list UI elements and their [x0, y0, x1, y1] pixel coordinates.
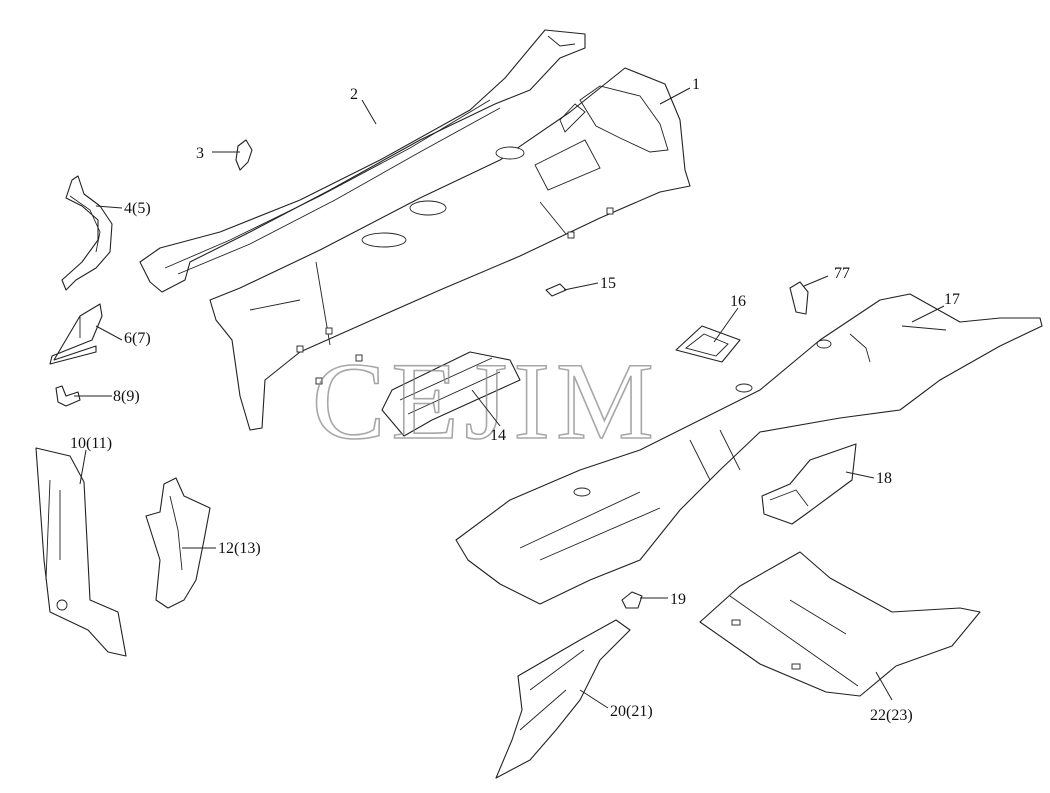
part-1-dash-panel: [209, 67, 691, 431]
callout-20: 20(21): [610, 703, 653, 720]
callout-3: 3: [196, 145, 204, 162]
callout-18: 18: [876, 470, 892, 487]
leader-lines: [74, 87, 945, 709]
part-77-bracket: [789, 281, 809, 315]
part-22-rear-floor: [699, 551, 981, 697]
callout-2: 2: [350, 86, 358, 103]
part-10-side-panel: [35, 447, 127, 657]
callout-17: 17: [944, 291, 960, 308]
callout-6: 6(7): [124, 330, 151, 347]
part-14-crossmember: [381, 351, 521, 437]
callout-14: 14: [490, 427, 506, 444]
part-15-pin: [545, 283, 567, 297]
watermark-text: CEJIM: [312, 340, 660, 462]
part-20-rail: [495, 619, 631, 779]
callout-77: 77: [834, 265, 850, 282]
callout-22: 22(23): [870, 707, 913, 724]
callout-8: 8(9): [113, 388, 140, 405]
part-2-cowl-bar: [139, 29, 586, 293]
callout-12: 12(13): [218, 540, 261, 557]
part-4-reinforcement: [61, 175, 113, 291]
part-18-panel: [761, 443, 857, 525]
callout-16: 16: [730, 293, 746, 310]
part-19-plug: [621, 591, 643, 609]
part-16-cover: [675, 325, 741, 363]
part-12-pillar: [145, 477, 211, 609]
callout-10: 10(11): [70, 435, 112, 452]
callout-4: 4(5): [124, 200, 151, 217]
callout-15: 15: [600, 275, 616, 292]
part-17-floor-pan: [455, 293, 1043, 605]
callout-19: 19: [670, 591, 686, 608]
callout-1: 1: [692, 76, 700, 93]
part-6-bracket: [49, 303, 103, 365]
part-3-bracket: [235, 139, 253, 171]
